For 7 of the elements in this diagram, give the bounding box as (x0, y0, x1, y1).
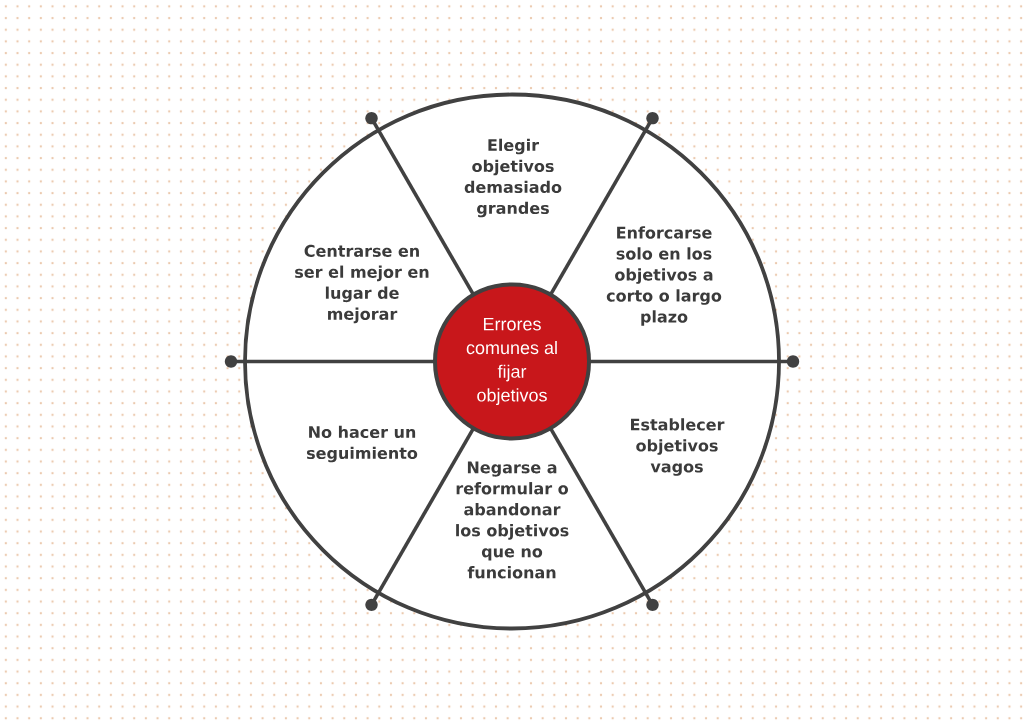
sector-label: Elegir objetivos demasiado grandes (464, 138, 562, 218)
sector-label: Centrarse en ser el mejor en lugar de mejorar (295, 244, 429, 324)
wheel-circle (243, 92, 781, 631)
sector-label: Enforcarse solo en los objetivos a corto o largo plazo (606, 226, 722, 326)
sector-label: No hacer un seguimiento (306, 425, 418, 463)
sector-label: Negarse a reformular o abandonar los objetivos que no funcionan (456, 461, 569, 579)
sector-label: Establecer objetivos vagos (631, 418, 725, 476)
